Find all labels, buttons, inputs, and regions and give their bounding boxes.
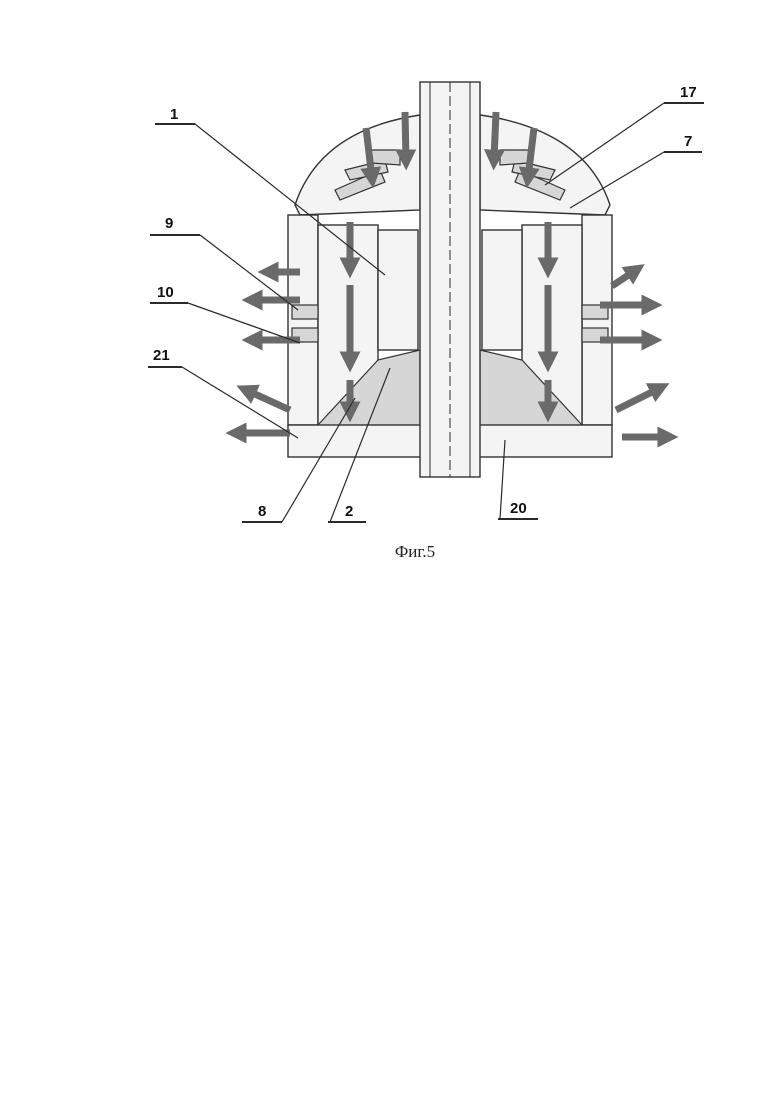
callout-21: 21 [148,347,298,438]
callout-10: 10 [150,284,300,343]
callout-label-7: 7 [684,133,692,150]
callout-label-8: 8 [258,503,266,520]
callout-label-17: 17 [680,84,697,101]
machine-body [288,82,612,477]
callout-label-20: 20 [510,500,527,517]
callout-label-2: 2 [345,503,353,520]
callout-label-1: 1 [170,106,178,123]
callout-label-9: 9 [165,215,173,232]
figure-caption: Фиг.5 [0,542,780,562]
callout-label-21: 21 [153,347,170,364]
callout-label-10: 10 [157,284,174,301]
